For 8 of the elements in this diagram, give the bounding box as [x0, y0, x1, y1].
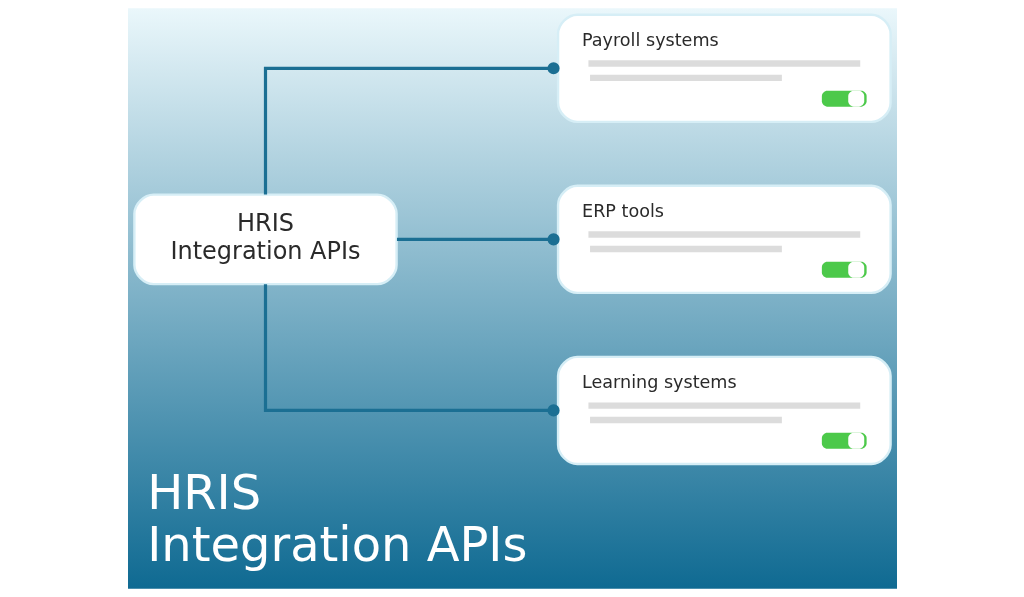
node-box: Payroll systems — [556, 13, 892, 124]
connector — [396, 233, 560, 246]
node-box: HRIS Integration APIs — [132, 193, 398, 286]
connector — [263, 62, 560, 195]
node-box: Learning systems — [556, 355, 892, 466]
connector — [263, 284, 560, 417]
diagram-title: HRIS Integration APIs — [146, 463, 528, 573]
node-box: ERP tools — [556, 184, 892, 295]
